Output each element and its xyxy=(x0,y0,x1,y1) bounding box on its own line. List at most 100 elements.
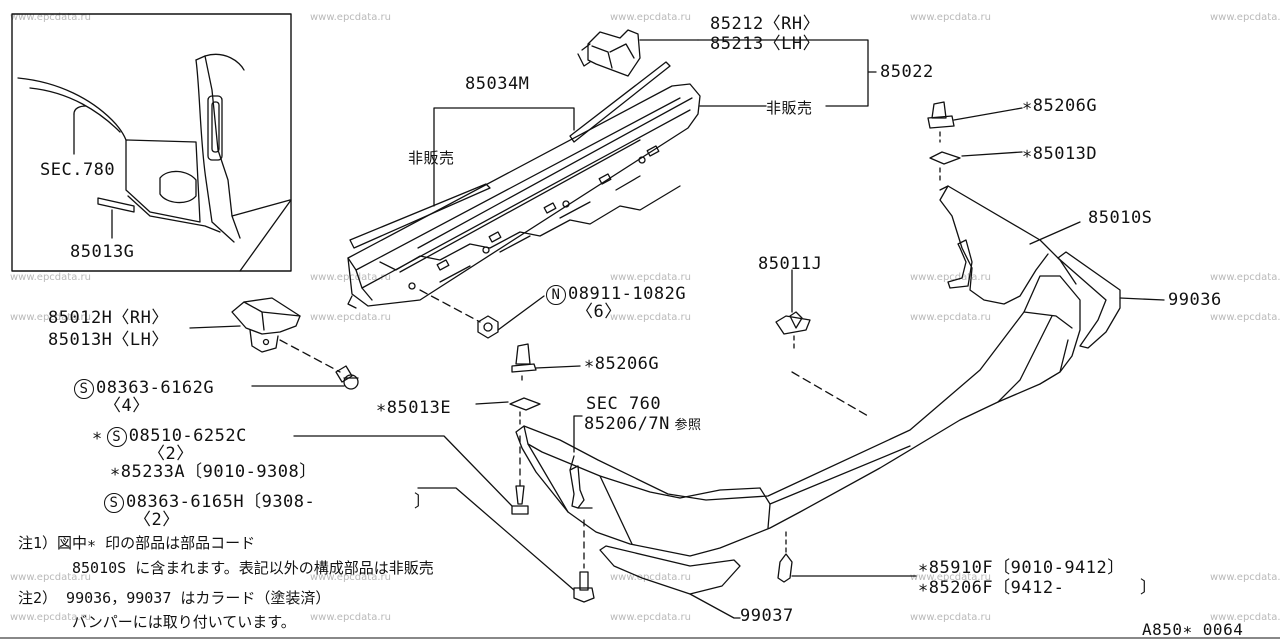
watermark-text: www.epcdata.ru xyxy=(610,272,691,283)
bracket-85012H xyxy=(189,297,301,353)
s1-part-number: 08363-6162G xyxy=(96,378,215,398)
label-85206G-top: ∗85206G xyxy=(1022,96,1098,116)
sansho-text: 参照 xyxy=(674,418,702,433)
watermark-text: www.epcdata.ru xyxy=(310,312,391,323)
label-s3-bracket: 〕 xyxy=(414,492,432,512)
watermark-text: www.epcdata.ru xyxy=(310,612,391,623)
watermark-text: www.epcdata.ru xyxy=(1210,12,1280,23)
molding-99037 xyxy=(599,545,741,619)
label-85011J: 85011J xyxy=(758,254,823,274)
s-circle-symbol: S xyxy=(104,493,124,513)
nut-part-number: 08911-1082G xyxy=(568,284,687,304)
clip-85206G-top xyxy=(927,101,1023,143)
leader-s3 xyxy=(417,487,575,591)
label-85910F: ∗85910F〔9010-9412〕 xyxy=(918,558,1125,578)
label-85034M: 85034M xyxy=(465,74,530,94)
watermark-text: www.epcdata.ru xyxy=(610,572,691,583)
label-85206G-mid: ∗85206G xyxy=(584,354,660,374)
watermark-text: www.epcdata.ru xyxy=(10,12,91,23)
label-85010S: 85010S xyxy=(1088,208,1153,228)
inset-view xyxy=(11,13,292,272)
bumper-fascia-85010S xyxy=(515,185,1081,557)
note-2-line-1: 注2） 99036，99037 はカラード（塗装済） xyxy=(18,589,331,607)
ref-part-code: 85206/7N xyxy=(584,414,670,434)
s-circle-symbol: S xyxy=(74,379,94,399)
label-s2-qty: 〈2〉 xyxy=(148,444,194,464)
leader-85022 xyxy=(697,39,877,107)
watermark-text: www.epcdata.ru xyxy=(10,572,91,583)
leader-85034M xyxy=(433,107,575,207)
label-hihanbai-left: 非販売 xyxy=(408,149,455,167)
bracket-85212 xyxy=(577,29,699,77)
nut-08911 xyxy=(477,315,499,339)
label-nut-qty: 〈6〉 xyxy=(576,302,622,322)
label-sec760: SEC 760 xyxy=(586,394,662,414)
watermark-text: www.epcdata.ru xyxy=(1210,272,1280,283)
label-99037: 99037 xyxy=(740,606,794,626)
watermark-text: www.epcdata.ru xyxy=(910,612,991,623)
label-85013D: ∗85013D xyxy=(1022,144,1098,164)
label-85022: 85022 xyxy=(880,62,934,82)
leader-s2 xyxy=(293,435,513,507)
label-85233A: ∗85233A〔9010-9308〕 xyxy=(110,462,317,482)
label-85212: 85212〈RH〉 xyxy=(710,14,821,34)
label-ref-85206-7N: 85206/7N 参照 xyxy=(584,414,702,436)
screw-08363-6165H xyxy=(573,519,595,603)
label-85013E: ∗85013E xyxy=(376,398,452,418)
label-s1-qty: 〈4〉 xyxy=(104,396,150,416)
dash-85011J xyxy=(791,371,869,417)
watermark-text: www.epcdata.ru xyxy=(910,272,991,283)
inset-pointer xyxy=(239,199,292,272)
watermark-text: www.epcdata.ru xyxy=(10,272,91,283)
screw-08510 xyxy=(511,485,529,515)
label-85213: 85213〈LH〉 xyxy=(710,34,821,54)
label-85206F-bracket: 〕 xyxy=(1140,578,1158,598)
s3-part-number: 08363-6165H〔9308- xyxy=(126,492,316,512)
inset-part-label: 85013G xyxy=(70,242,135,262)
clip-85206G-mid xyxy=(511,343,581,385)
note-1-line-2: 85010S に含まれます。表記以外の構成部品は非販売 xyxy=(72,559,434,577)
watermark-text: www.epcdata.ru xyxy=(10,612,91,623)
label-s3-qty: 〈2〉 xyxy=(134,510,180,530)
watermark-text: www.epcdata.ru xyxy=(310,12,391,23)
note-1-line-1: 注1）図中∗ 印の部品は部品コード xyxy=(18,534,256,552)
s-circle-symbol: S xyxy=(106,427,127,447)
label-hihanbai-top: 非販売 xyxy=(766,99,813,117)
label-99036: 99036 xyxy=(1168,290,1222,310)
clip-85013D xyxy=(929,151,1023,185)
clip-85206F xyxy=(777,531,917,583)
watermark-text: www.epcdata.ru xyxy=(610,312,691,323)
note-2-line-2: バンパーには取り付いています。 xyxy=(72,613,296,631)
watermark-text: www.epcdata.ru xyxy=(610,612,691,623)
reinforcement-85034M xyxy=(347,61,701,309)
label-85206F: ∗85206F〔9412- xyxy=(918,578,1065,598)
s2-part-number: 08510-6252C xyxy=(128,426,247,446)
clip-85013E xyxy=(475,397,541,429)
watermark-text: www.epcdata.ru xyxy=(910,312,991,323)
watermark-text: www.epcdata.ru xyxy=(10,312,91,323)
label-85013H: 85013H〈LH〉 xyxy=(48,330,169,350)
label-85012H: 85012H〈RH〉 xyxy=(48,308,169,328)
screw-08363-6162G xyxy=(335,365,359,390)
watermark-text: www.epcdata.ru xyxy=(1210,312,1280,323)
clip-85011J xyxy=(775,269,811,349)
n-circle-symbol: N xyxy=(546,285,566,305)
watermark-text: www.epcdata.ru xyxy=(310,572,391,583)
dash-85012H xyxy=(279,339,341,373)
asterisk-mark: ∗ xyxy=(92,426,103,446)
inset-sec-label: SEC.780 xyxy=(40,160,116,180)
watermark-text: www.epcdata.ru xyxy=(1210,572,1280,583)
leader-sec760 xyxy=(573,415,583,453)
molding-99036 xyxy=(1057,251,1165,349)
watermark-text: www.epcdata.ru xyxy=(910,572,991,583)
watermark-text: www.epcdata.ru xyxy=(910,12,991,23)
page-code: A850∗ 0064 xyxy=(1142,620,1244,639)
dash-nut xyxy=(419,289,481,323)
watermark-text: www.epcdata.ru xyxy=(1210,612,1280,623)
